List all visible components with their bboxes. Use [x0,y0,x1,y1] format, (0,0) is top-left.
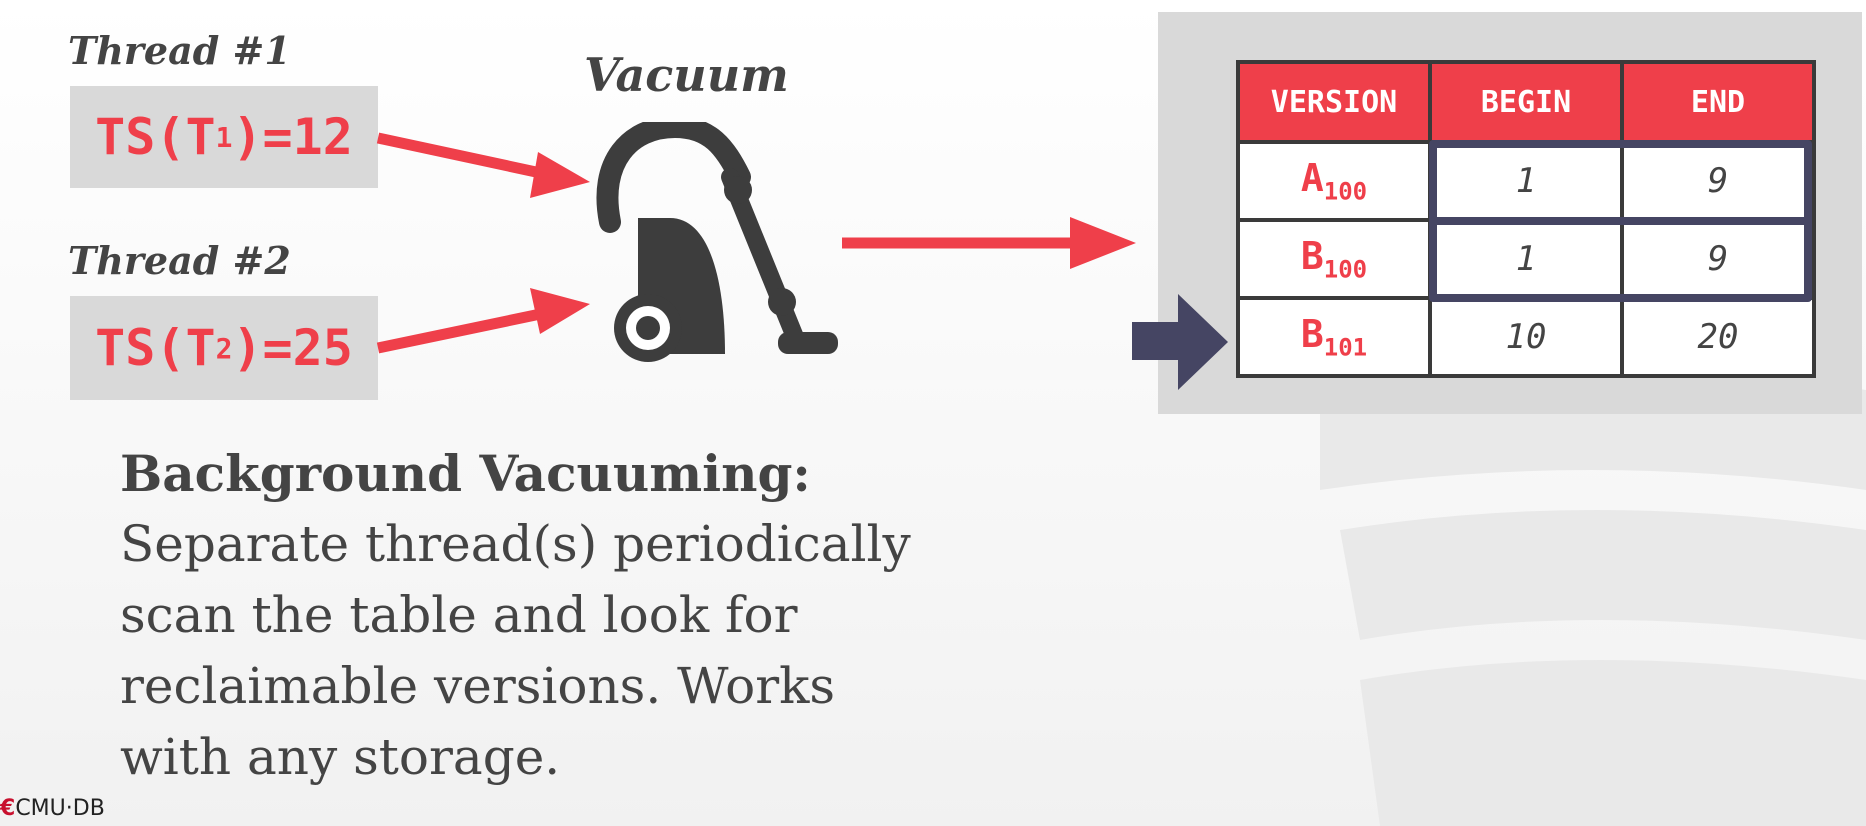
begin-cell: 10 [1428,296,1624,378]
arrow-thread-2-to-vacuum [376,288,590,354]
header-end: END [1620,60,1816,144]
header-begin: BEGIN [1428,60,1624,144]
table-row: A100 1 9 [1236,140,1816,222]
description: Background Vacuuming: Separate thread(s)… [120,438,960,793]
cmu-db-logo: €CMU·DB [0,796,105,821]
version-cell: A100 [1236,140,1432,222]
vacuum-label: Vacuum [584,48,789,102]
vacuum-cleaner-icon [596,122,838,362]
version-cell: B100 [1236,218,1432,300]
table-row: B101 10 20 [1236,296,1816,378]
description-line-1: Separate thread(s) periodically [120,515,911,573]
begin-cell: 1 [1428,140,1624,222]
version-table: VERSION BEGIN END A100 1 9 B100 1 9 B101… [1236,60,1816,378]
thread-1-label: Thread #1 [68,28,291,73]
begin-cell: 1 [1428,218,1624,300]
arrow-thread-1-to-vacuum [376,132,590,198]
description-line-3: reclaimable versions. Works [120,657,836,715]
header-version: VERSION [1236,60,1432,144]
description-line-4: with any storage. [120,728,561,786]
table-header-row: VERSION BEGIN END [1236,60,1816,144]
description-heading: Background Vacuuming: [120,444,811,503]
thread-arrows [376,132,590,354]
end-cell: 20 [1620,296,1816,378]
database-background-icon [1320,380,1866,826]
thread-2-label: Thread #2 [68,238,291,283]
version-cell: B101 [1236,296,1432,378]
description-line-2: scan the table and look for [120,586,798,644]
highlight-divider [1429,217,1812,225]
current-row-pointer-icon [1132,294,1228,390]
arrow-vacuum-to-table [842,217,1136,269]
